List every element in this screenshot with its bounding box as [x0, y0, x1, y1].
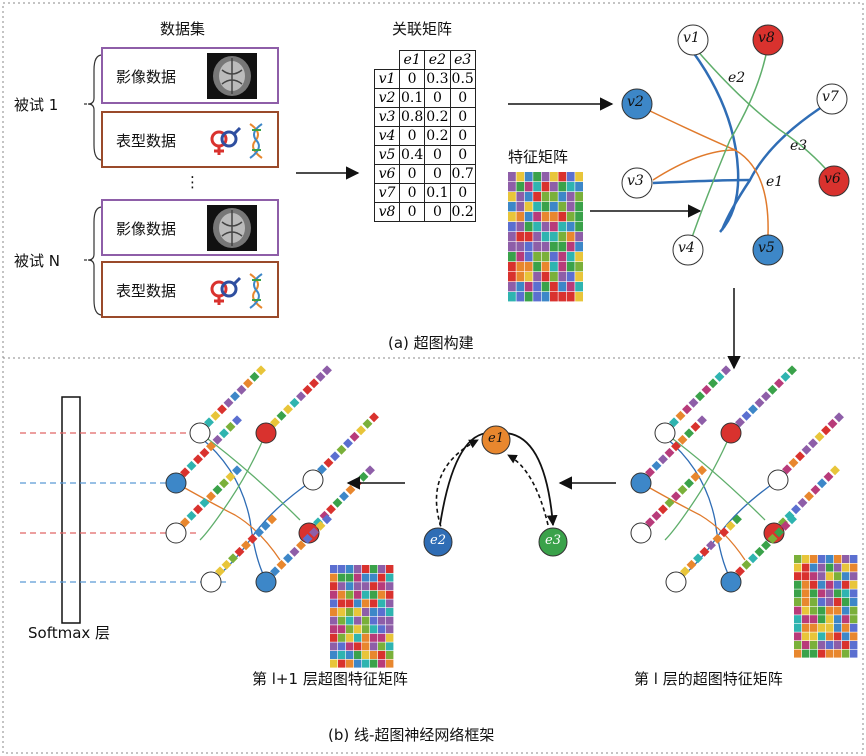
image-data-label-1: 影像数据	[116, 68, 177, 86]
col-header: e1	[398, 50, 426, 70]
line-node-e1: e1	[488, 431, 504, 446]
subject1-bracket	[84, 54, 103, 161]
softmax-connectors	[20, 432, 230, 583]
node-label-v3: v3	[627, 173, 644, 189]
phenotype-data-box-n	[101, 261, 279, 318]
subject1-label: 被试 1	[14, 96, 59, 114]
softmax-layer-bar	[61, 396, 81, 624]
node-label-v2: v2	[627, 94, 644, 110]
node-label-v6: v6	[824, 171, 841, 187]
node-label-v7: v7	[822, 89, 839, 105]
feature-matrix-l1	[330, 565, 394, 668]
line-node-e2: e2	[430, 533, 446, 548]
phenotype-data-label-1: 表型数据	[116, 132, 177, 150]
edge-label-e3: e3	[790, 138, 808, 154]
feature-matrix-l	[794, 555, 858, 658]
line-node-e3: e3	[545, 533, 561, 548]
image-data-label-n: 影像数据	[116, 220, 177, 238]
layer-l-label: 第 l 层的超图特征矩阵	[634, 670, 783, 688]
hypergraph-layer-l	[630, 365, 844, 593]
dna-icon	[249, 273, 263, 309]
node-label-v4: v4	[678, 240, 695, 256]
edge-label-e2: e2	[728, 70, 746, 86]
node-label-v5: v5	[758, 240, 775, 256]
ellipsis: ⋮	[185, 173, 200, 191]
incidence-matrix-title: 关联矩阵	[392, 20, 453, 38]
gender-symbol-icon	[210, 276, 242, 305]
node-label-v1: v1	[683, 30, 700, 46]
edge-label-e1: e1	[766, 174, 784, 190]
caption-a: (a) 超图构建	[388, 334, 474, 352]
phenotype-data-label-n: 表型数据	[116, 282, 177, 300]
softmax-label: Softmax 层	[28, 624, 111, 642]
hypergraph-layer-l1	[165, 365, 379, 593]
feature-matrix-grid	[508, 172, 583, 302]
node-label-v8: v8	[758, 30, 775, 46]
line-graph	[423, 425, 568, 557]
hypergraph-a	[621, 24, 850, 266]
caption-b: (b) 线-超图神经网络框架	[328, 726, 495, 744]
col-header: e2	[424, 50, 451, 70]
subjectN-bracket	[84, 206, 103, 316]
layer-l1-label: 第 l+1 层超图特征矩阵	[252, 670, 408, 688]
dataset-label: 数据集	[160, 20, 206, 38]
brain-scan-icon	[207, 53, 257, 99]
brain-scan-icon	[207, 205, 257, 251]
col-header: e3	[449, 50, 476, 70]
gender-symbol-icon	[210, 126, 242, 155]
feature-matrix-title: 特征矩阵	[508, 148, 569, 166]
phenotype-data-box-1	[101, 111, 279, 168]
subjectN-label: 被试 N	[14, 252, 60, 270]
dna-icon	[249, 123, 263, 159]
